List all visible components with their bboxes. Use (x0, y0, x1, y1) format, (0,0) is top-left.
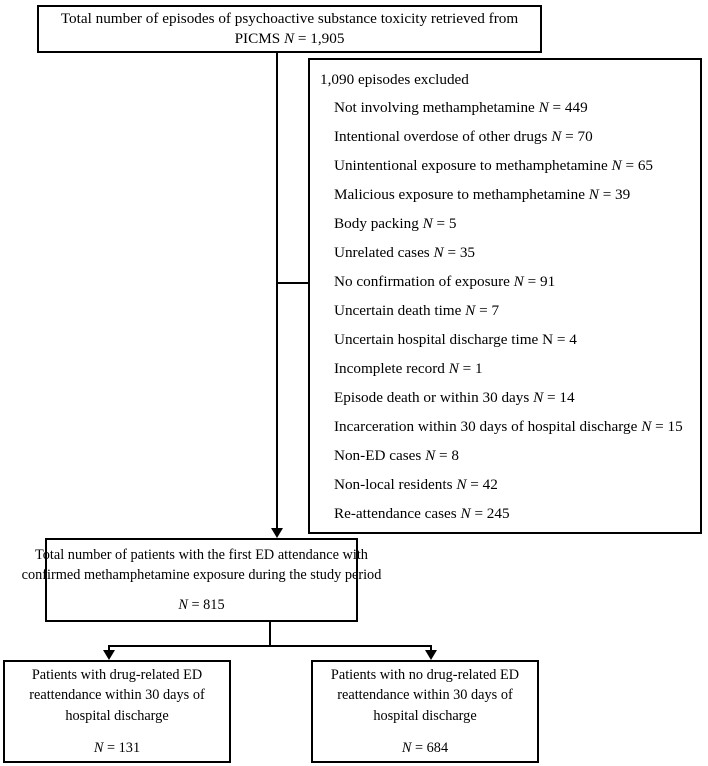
top-box-line-2: PICMS N = 1,905 (235, 29, 345, 49)
arrow-into-middle-box (271, 528, 283, 538)
exclusion-item-label: Incomplete record (334, 360, 449, 378)
exclusion-item-label: Uncertain hospital discharge time (334, 331, 543, 349)
exclusion-list-item: Unintentional exposure to methamphetamin… (334, 151, 700, 180)
exclusion-list-item: No confirmation of exposure N = 91 (334, 267, 700, 296)
exclusion-item-label: Unrelated cases (334, 244, 434, 262)
exclusion-item-n-symbol: N (513, 273, 524, 291)
middle-box-line-2: confirmed methamphetamine exposure durin… (21, 566, 382, 583)
exclusion-item-label: Non-local residents (334, 476, 457, 494)
exclusion-item-n-symbol: N (641, 418, 652, 436)
connector-fork-bar (108, 645, 432, 647)
exclusion-list-item: Malicious exposure to methamphetamine N … (334, 180, 700, 209)
exclusion-item-label: Malicious exposure to methamphetamine (334, 186, 589, 204)
exclusion-item-n-value: = 65 (621, 157, 654, 175)
exclusion-list-item: Re-attendance cases N = 245 (334, 499, 700, 528)
bottom-right-n-value: = 684 (411, 739, 449, 756)
arrow-into-bottom-left-box (103, 650, 115, 660)
exclusion-item-n-value: = 449 (548, 99, 588, 117)
bottom-right-n-symbol: N (401, 739, 412, 756)
arrow-into-bottom-right-box (425, 650, 437, 660)
bottom-box-reattendance-no: Patients with no drug-related ED reatten… (311, 660, 539, 763)
exclusion-item-n-value: = 14 (543, 389, 575, 407)
bottom-right-line-3: hospital discharge (373, 708, 477, 724)
exclusion-item-label: Incarceration within 30 days of hospital… (334, 418, 642, 436)
exclusion-item-n-symbol: N (588, 186, 599, 204)
exclusion-item-n-value: = 7 (475, 302, 500, 320)
exclusion-item-label: Body packing (334, 215, 423, 233)
exclusion-item-label: Non-ED cases (334, 447, 426, 465)
exclusion-item-n-value: = 39 (598, 186, 631, 204)
exclusion-item-n-value: = 5 (432, 215, 457, 233)
exclusion-box-header: 1,090 episodes excluded (320, 71, 469, 88)
bottom-left-line-2: reattendance within 30 days of (29, 687, 205, 704)
top-box-total-episodes: Total number of episodes of psychoactive… (37, 5, 542, 53)
exclusion-item-label: Intentional overdose of other drugs (334, 128, 552, 146)
exclusion-item-label: Episode death or within 30 days (334, 389, 534, 407)
bottom-left-n-value: = 131 (103, 739, 141, 756)
bottom-left-line-1: Patients with drug-related ED (31, 666, 203, 683)
middle-box-line-1: Total number of patients with the first … (35, 546, 368, 563)
bottom-left-line-3: hospital discharge (65, 708, 169, 724)
exclusion-item-n-symbol: N (542, 331, 554, 349)
exclusion-item-n-value: = 42 (466, 476, 498, 494)
exclusion-item-n-symbol: N (422, 215, 433, 233)
exclusion-item-n-value: = 15 (651, 418, 683, 436)
exclusion-list-item: Incarceration within 30 days of hospital… (334, 412, 700, 441)
exclusion-item-n-symbol: N (611, 157, 622, 175)
exclusion-item-n-value: = 1 (458, 360, 483, 378)
connector-main-spine (276, 53, 278, 530)
exclusion-list-item: Unrelated cases N = 35 (334, 238, 700, 267)
exclusion-item-n-symbol: N (425, 447, 436, 465)
exclusion-item-label: No confirmation of exposure (334, 273, 514, 291)
top-box-n-value: = 1,905 (294, 30, 345, 47)
exclusion-list-item: Not involving methamphetamine N = 449 (334, 93, 700, 122)
exclusion-item-n-value: = 35 (443, 244, 476, 262)
top-box-n-symbol: N (283, 30, 295, 47)
bottom-right-line-1: Patients with no drug-related ED (330, 666, 520, 683)
connector-middle-stem (269, 622, 271, 646)
exclusion-item-n-value: = 4 (553, 331, 577, 349)
top-box-source-label: PICMS (234, 30, 284, 47)
exclusion-item-label: Unintentional exposure to methamphetamin… (334, 157, 612, 175)
exclusion-list-item: Episode death or within 30 days N = 14 (334, 383, 700, 412)
middle-box-included-patients: Total number of patients with the first … (22, 538, 381, 622)
bottom-left-count: N = 131 (94, 738, 140, 759)
exclusion-item-label: Uncertain death time (334, 302, 466, 320)
exclusion-item-n-value: = 91 (523, 273, 556, 291)
exclusion-list-item: Uncertain hospital discharge time N = 4 (334, 325, 700, 354)
top-box-line-1: Total number of episodes of psychoactive… (60, 10, 519, 28)
exclusion-item-n-symbol: N (433, 244, 444, 262)
bottom-left-n-symbol: N (93, 739, 104, 756)
exclusion-list-item: Non-ED cases N = 8 (334, 441, 700, 470)
exclusion-list-item: Uncertain death time N = 7 (334, 296, 700, 325)
bottom-right-count: N = 684 (402, 738, 448, 759)
exclusion-item-n-value: = 70 (561, 128, 593, 146)
exclusion-item-n-symbol: N (456, 476, 467, 494)
exclusion-list-item: Non-local residents N = 42 (334, 470, 700, 499)
exclusion-item-n-value: = 245 (470, 505, 510, 523)
exclusion-list-item: Incomplete record N = 1 (334, 354, 700, 383)
exclusion-item-n-value: = 8 (435, 447, 460, 465)
exclusion-item-label: Not involving methamphetamine (334, 99, 539, 117)
exclusion-list-item: Body packing N = 5 (334, 209, 700, 238)
middle-box-n-symbol: N (178, 597, 188, 614)
exclusion-item-n-symbol: N (551, 128, 562, 146)
bottom-right-line-2: reattendance within 30 days of (337, 687, 513, 704)
exclusion-item-label: Re-attendance cases (334, 505, 461, 523)
bottom-box-reattendance-yes: Patients with drug-related ED reattendan… (3, 660, 231, 763)
connector-to-exclusion-box (276, 282, 308, 284)
exclusion-list-item: Intentional overdose of other drugs N = … (334, 122, 700, 151)
exclusion-item-n-symbol: N (465, 302, 476, 320)
exclusion-item-n-symbol: N (538, 99, 549, 117)
exclusion-item-n-symbol: N (533, 389, 544, 407)
middle-box-n-value: = 815 (187, 597, 225, 614)
middle-box-count: N = 815 (178, 595, 224, 615)
exclusion-item-n-symbol: N (460, 505, 471, 523)
exclusion-item-n-symbol: N (448, 360, 459, 378)
exclusion-box: 1,090 episodes excluded Not involving me… (308, 58, 702, 534)
